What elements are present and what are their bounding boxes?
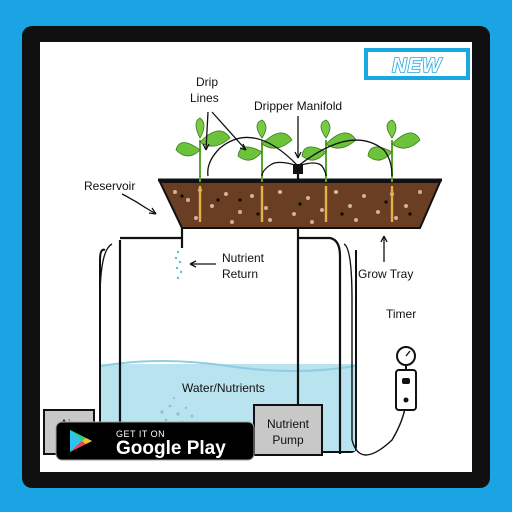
- dripper-manifold-label: Dripper Manifold: [254, 99, 342, 113]
- label-arrows: [121, 111, 388, 268]
- google-play-small-text: GET IT ON: [116, 429, 165, 439]
- google-play-icon: [70, 430, 92, 452]
- grow-tray-label: Grow Tray: [358, 267, 413, 281]
- drip-lines-label-2: Lines: [190, 91, 219, 105]
- plant: [175, 117, 231, 182]
- tubing: [99, 243, 407, 456]
- timer-outlet: [395, 369, 417, 411]
- plant-roots: [198, 186, 394, 222]
- google-play-badge[interactable]: GET IT ON Google Play: [55, 421, 255, 461]
- drip-lines-label-1: Drip: [196, 75, 218, 89]
- nutrient-return-label-2: Return: [222, 267, 258, 281]
- nutrient-pump-label-1: Nutrient: [267, 417, 310, 431]
- return-drips: [174, 250, 183, 280]
- google-play-big-text: Google Play: [116, 438, 226, 459]
- drip-lines: [207, 136, 393, 177]
- nutrient-pump-label-2: Pump: [272, 433, 304, 447]
- timer-device: [395, 346, 417, 411]
- new-badge-text: NEW: [392, 55, 443, 77]
- reservoir-label: Reservoir: [84, 179, 135, 193]
- timer-label: Timer: [386, 307, 416, 321]
- plant: [237, 119, 293, 182]
- water-nutrients-label: Water/Nutrients: [182, 381, 265, 395]
- air-bubbles: [158, 396, 194, 432]
- nutrient-return-label-1: Nutrient: [222, 251, 265, 265]
- nutrient-pump: Nutrient Pump: [253, 404, 323, 456]
- new-badge: NEW: [364, 48, 470, 80]
- dripper-manifold: [293, 164, 303, 174]
